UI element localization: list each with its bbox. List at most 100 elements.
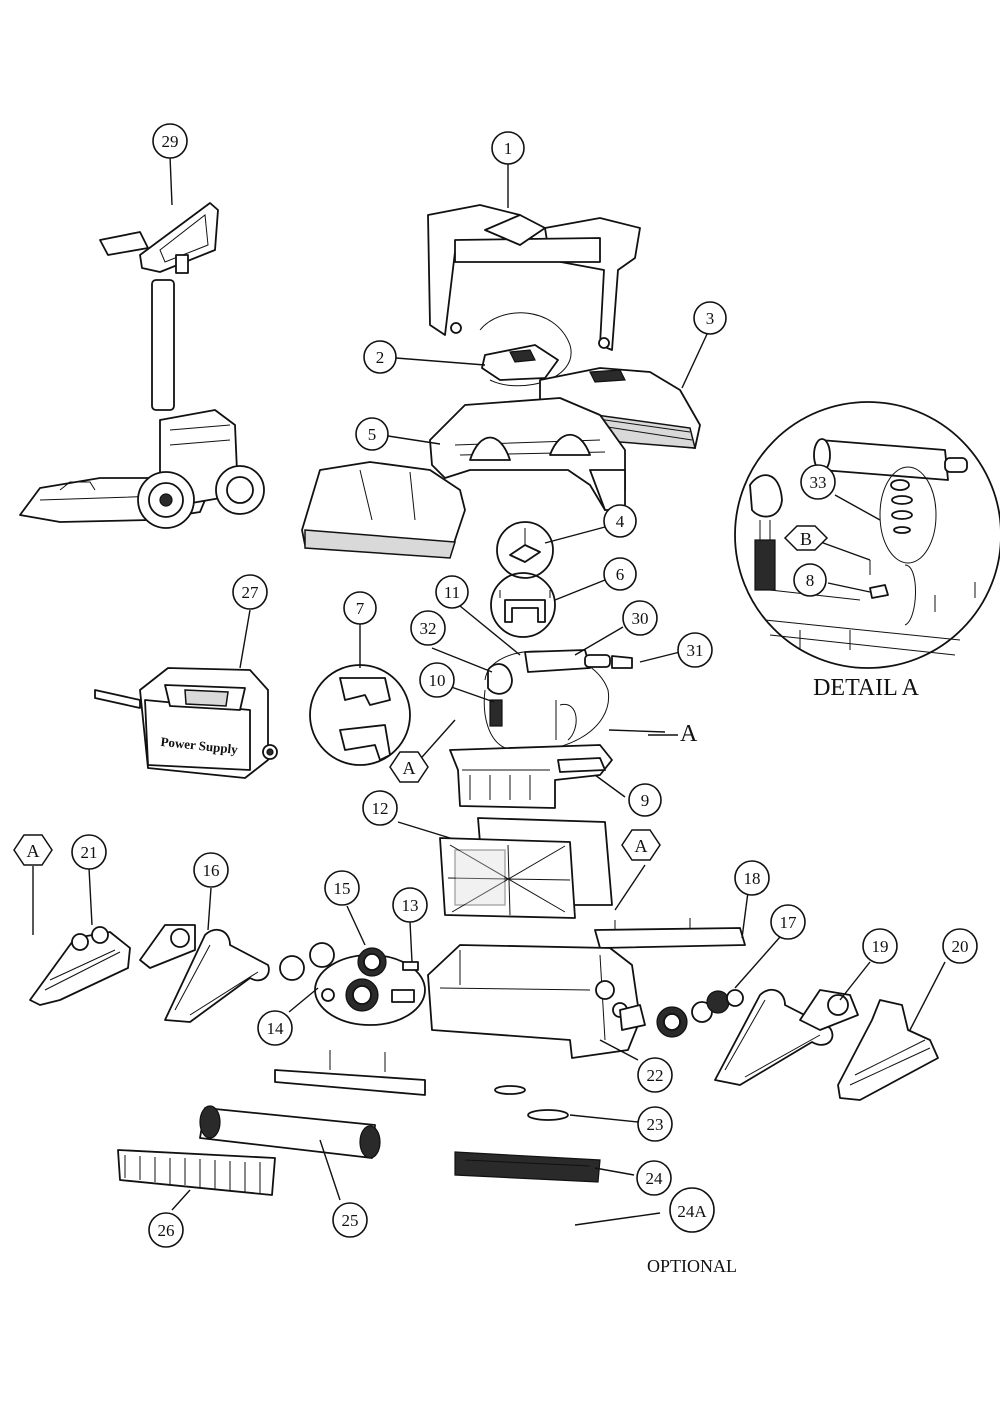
callout-29: 29 xyxy=(152,123,188,159)
callout-2-label: 2 xyxy=(376,348,385,367)
part-6-bracket xyxy=(490,572,556,638)
callout-7: 7 xyxy=(343,591,377,625)
part-4-clip xyxy=(496,521,554,579)
callout-14: 14 xyxy=(257,1010,293,1046)
callout-10: 10 xyxy=(419,662,455,698)
caddy-cart xyxy=(19,202,265,529)
callout-24a-label: 24A xyxy=(677,1202,707,1221)
callout-19: 19 xyxy=(862,928,898,964)
callout-21-label: 21 xyxy=(81,843,98,862)
callout-5: 5 xyxy=(355,417,389,451)
marker-a-2: A xyxy=(621,829,661,861)
callout-27-label: 27 xyxy=(242,583,260,602)
marker-a-2-label: A xyxy=(635,836,648,856)
roller xyxy=(199,1105,381,1159)
callout-18-label: 18 xyxy=(744,869,761,888)
detail-title: DETAIL A xyxy=(813,675,920,701)
part-18-bar xyxy=(594,918,746,949)
left-track xyxy=(139,924,270,1023)
callout-9: 9 xyxy=(628,783,662,817)
front-cover xyxy=(301,461,466,559)
motor-assembly xyxy=(483,649,633,752)
callout-25: 25 xyxy=(332,1202,368,1238)
callout-3: 3 xyxy=(693,301,727,335)
callout-1-label: 1 xyxy=(504,139,513,158)
detail-reference-label: A xyxy=(680,721,698,747)
detail-reference: A xyxy=(648,721,698,747)
marker-a-1-label: A xyxy=(403,758,416,778)
callout-7-label: 7 xyxy=(356,599,365,618)
gear-assembly xyxy=(279,942,426,1026)
callout-23: 23 xyxy=(637,1106,673,1142)
callout-8: 8 xyxy=(793,563,827,597)
bottom-bar xyxy=(274,1050,426,1096)
chassis xyxy=(427,944,646,1059)
callout-16: 16 xyxy=(193,852,229,888)
callout-20: 20 xyxy=(942,928,978,964)
callout-24a: 24A xyxy=(669,1187,715,1233)
callout-2: 2 xyxy=(363,340,397,374)
callout-18: 18 xyxy=(734,860,770,896)
callout-6: 6 xyxy=(603,557,637,591)
callout-33-label: 33 xyxy=(810,473,827,492)
callout-32: 32 xyxy=(410,610,446,646)
callout-27: 27 xyxy=(232,574,268,610)
callout-16-label: 16 xyxy=(203,861,220,880)
callout-25-label: 25 xyxy=(342,1211,359,1230)
handle-part xyxy=(427,204,641,351)
leader-lines xyxy=(32,155,946,1226)
right-track xyxy=(714,988,859,1086)
callout-11-label: 11 xyxy=(444,583,460,602)
callout-15: 15 xyxy=(324,870,360,906)
callout-29-label: 29 xyxy=(162,132,179,151)
callout-24-label: 24 xyxy=(646,1169,664,1188)
right-side-panel xyxy=(837,999,939,1101)
callout-30: 30 xyxy=(622,600,658,636)
callout-13: 13 xyxy=(392,887,428,923)
callout-20-label: 20 xyxy=(952,937,969,956)
right-gear-bearings xyxy=(656,989,744,1038)
part-2-cover xyxy=(479,312,572,387)
detail-a xyxy=(734,401,1000,669)
callout-17-label: 17 xyxy=(780,913,798,932)
callout-22: 22 xyxy=(637,1057,673,1093)
marker-a-3-label: A xyxy=(27,841,40,861)
callout-26: 26 xyxy=(148,1212,184,1248)
callout-31: 31 xyxy=(677,632,713,668)
callout-22-label: 22 xyxy=(647,1066,664,1085)
part-9-housing xyxy=(449,744,613,809)
power-supply: Power Supply xyxy=(94,667,278,779)
optional-label: OPTIONAL xyxy=(647,1256,737,1276)
brush xyxy=(117,1149,276,1196)
marker-a-1: A xyxy=(389,751,429,783)
callout-21: 21 xyxy=(71,834,107,870)
callout-9-label: 9 xyxy=(641,791,650,810)
callout-10-label: 10 xyxy=(429,671,446,690)
callout-12: 12 xyxy=(362,790,398,826)
marker-b: B xyxy=(783,525,829,551)
callout-13-label: 13 xyxy=(402,896,419,915)
left-side-panel xyxy=(29,926,131,1006)
filter-panels xyxy=(439,817,613,919)
callout-33: 33 xyxy=(800,464,836,500)
callout-14-label: 14 xyxy=(267,1019,285,1038)
callout-17: 17 xyxy=(770,904,806,940)
callout-3-label: 3 xyxy=(706,309,715,328)
part-5-body-frame xyxy=(429,397,626,511)
callout-30-label: 30 xyxy=(632,609,649,628)
callout-1: 1 xyxy=(491,131,525,165)
part-7-connector xyxy=(309,664,411,766)
callout-24: 24 xyxy=(636,1160,672,1196)
callout-8-label: 8 xyxy=(806,571,815,590)
callout-12-label: 12 xyxy=(372,799,389,818)
callout-19-label: 19 xyxy=(872,937,889,956)
callout-15-label: 15 xyxy=(334,879,351,898)
callout-31-label: 31 xyxy=(687,641,704,660)
callout-11: 11 xyxy=(435,575,469,609)
marker-a-3: A xyxy=(13,834,53,866)
callout-4: 4 xyxy=(603,504,637,538)
part-24-brush xyxy=(454,1151,601,1183)
marker-b-label: B xyxy=(800,529,812,549)
callout-23-label: 23 xyxy=(647,1115,664,1134)
part-23-washers xyxy=(494,1085,569,1121)
